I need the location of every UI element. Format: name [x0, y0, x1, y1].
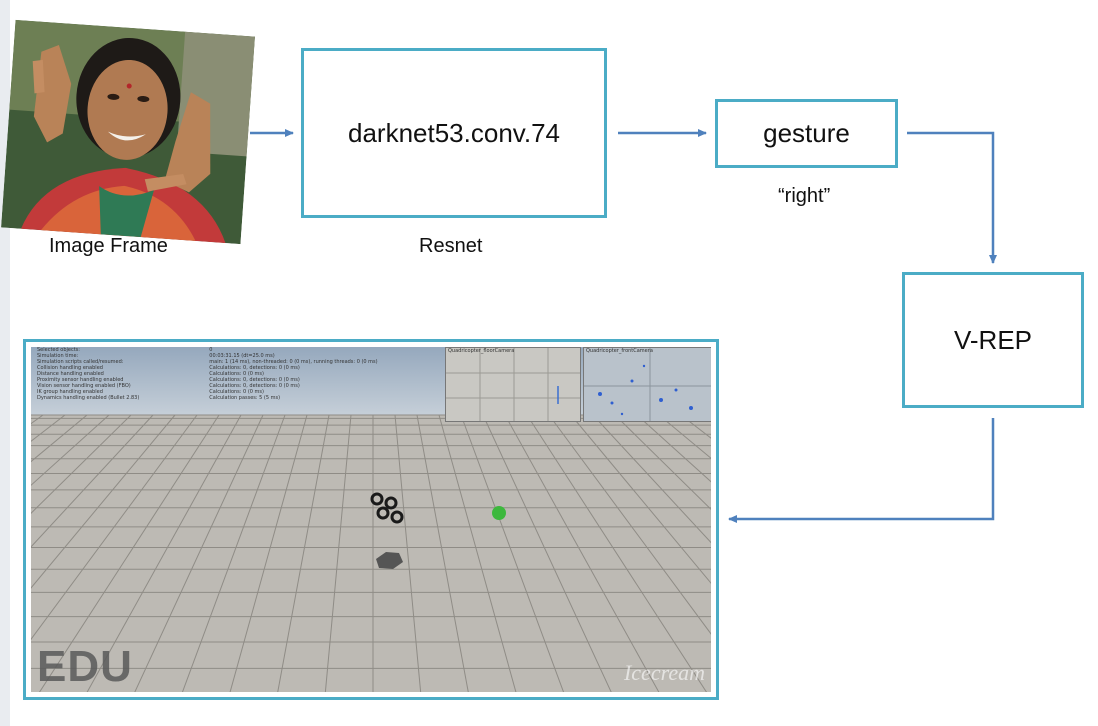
quadcopter: [370, 492, 404, 524]
stats-value: Calculations: 0 (0 ms): [209, 389, 264, 395]
backbone-network-box: darknet53.conv.74: [301, 48, 607, 218]
gesture-box-label: gesture: [763, 118, 850, 148]
left-edge-strip: [0, 0, 10, 726]
stats-label: IK group handling enabled: [37, 389, 103, 395]
floor-camera-image: [446, 348, 580, 421]
stats-value: Calculations: 0, detections: 0 (0 ms): [209, 365, 300, 371]
simulation-stats-overlay: Selected objects:Simulation time:Simulat…: [37, 347, 378, 401]
arrow-gesture-to-simulator: [907, 131, 997, 264]
simulator-scene: Selected objects:Simulation time:Simulat…: [31, 347, 711, 692]
watermark: Icecream: [623, 660, 705, 685]
target-sphere: [492, 506, 506, 520]
edu-badge: EDU: [37, 642, 133, 691]
simulator-box-label: V-REP: [953, 324, 1033, 355]
backbone-box-label: darknet53.conv.74: [348, 117, 560, 148]
arrow-simulator-to-view: [728, 418, 995, 523]
stats-value: Calculations: 0, detections: 0 (0 ms): [209, 383, 300, 389]
stats-labels: Selected objects:Simulation time:Simulat…: [37, 347, 139, 401]
front-camera-image: [584, 348, 711, 421]
quadcopter-shadow: [376, 552, 403, 569]
simulator-view-frame: Selected objects:Simulation time:Simulat…: [23, 339, 719, 700]
stats-value: 00:03:31.15 (dt=25.0 ms): [209, 353, 275, 359]
floor-camera-title: Quadricopter_floorCamera: [448, 348, 515, 354]
stats-value: Calculations: 0 (0 ms): [209, 371, 264, 377]
person-framing-gesture-picture: [1, 19, 255, 245]
stats-label: Simulation time:: [37, 353, 79, 359]
stats-value: Calculation passes: 5 (5 ms): [209, 395, 281, 401]
floor-camera-view: Quadricopter_floorCamera: [445, 347, 581, 422]
image-frame-photo: [1, 19, 255, 245]
gesture-value-caption: “right”: [778, 185, 831, 207]
stats-value: main: 1 (14 ms), non-threaded: 0 (0 ms),…: [209, 359, 378, 365]
stats-label: Selected objects:: [37, 347, 80, 353]
front-camera-title: Quadricopter_frontCamera: [586, 348, 653, 354]
stats-label: Dynamics handling enabled (Bullet 2.83): [37, 395, 140, 401]
stats-value: Calculations: 0, detections: 0 (0 ms): [209, 377, 300, 383]
simulator-box: V-REP: [902, 272, 1084, 408]
backbone-caption: Resnet: [419, 235, 483, 257]
simulator-floor: [31, 347, 711, 692]
stats-label: Simulation scripts called/resumed:: [37, 359, 124, 365]
image-frame-caption: Image Frame: [49, 235, 168, 257]
stats-label: Distance handling enabled: [37, 371, 104, 377]
stats-label: Collision handling enabled: [37, 365, 103, 371]
scene-objects: [370, 492, 506, 569]
stats-value: 0: [209, 347, 213, 353]
gesture-box: gesture: [715, 99, 898, 168]
front-camera-view: Quadricopter_frontCamera: [583, 347, 711, 422]
stats-label: Proximity sensor handling enabled: [37, 377, 124, 383]
stats-label: Vision sensor handling enabled (FBO): [37, 383, 131, 389]
